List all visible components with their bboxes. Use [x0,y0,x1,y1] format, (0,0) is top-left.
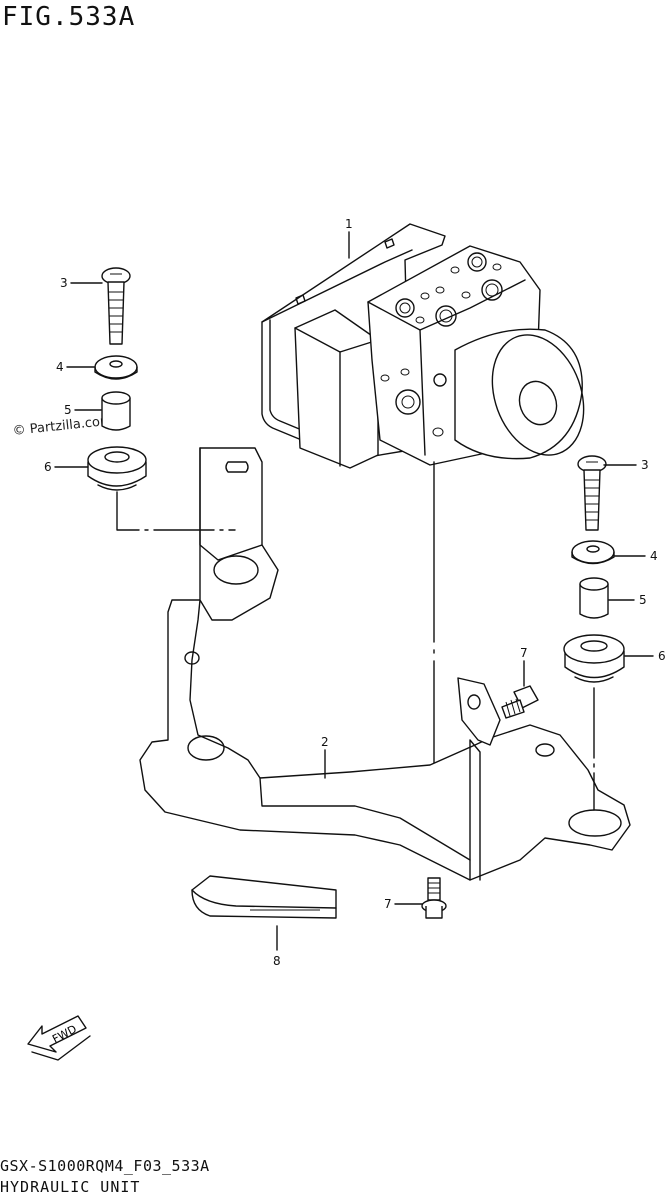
diagram-name: HYDRAULIC UNIT [0,1178,141,1196]
washer-part-right[interactable] [571,540,615,565]
bolt-part-left[interactable] [101,267,131,345]
callout-5-left: 5 [64,403,102,417]
callout-label: 5 [64,403,72,417]
callout-label: 7 [520,646,528,660]
callout-label: 8 [273,954,281,968]
flange-bolt-part-upper[interactable] [501,685,539,719]
callout-8: 8 [273,925,281,968]
callout-label: 6 [658,649,666,663]
fwd-label: FWD [50,1022,79,1046]
callout-2: 2 [321,735,329,779]
callout-1: 1 [345,217,353,259]
callout-4-right: 4 [614,549,658,563]
callout-label: 3 [60,276,68,290]
callout-5-right: 5 [608,593,647,607]
flange-bolt-part-lower[interactable] [421,877,447,919]
callout-label: 7 [384,897,392,911]
callout-label: 5 [639,593,647,607]
callout-label: 4 [56,360,64,374]
callout-label: 1 [345,217,353,231]
bolt-part-right[interactable] [577,455,607,531]
callout-6-left: 6 [44,460,89,474]
hydraulic-unit-part[interactable] [261,223,600,469]
callout-label: 4 [650,549,658,563]
figure-title: FIG.533A [2,2,136,32]
callout-7-lower: 7 [384,897,423,911]
callout-3-right: 3 [603,458,649,472]
callout-label: 2 [321,735,329,749]
callout-3-left: 3 [60,276,103,290]
callout-label: 3 [641,458,649,472]
washer-part-left[interactable] [94,355,138,380]
grommet-part-right[interactable] [563,634,625,683]
grommet-part-left[interactable] [87,446,147,491]
bracket-part[interactable] [139,447,631,881]
callout-7-upper: 7 [520,646,528,687]
spacer-part-left[interactable] [101,391,131,431]
spacer-part-right[interactable] [579,577,609,619]
callout-6-right: 6 [624,649,666,663]
forward-arrow-icon: FWD [27,1015,91,1061]
callout-4-left: 4 [56,360,95,374]
cushion-part[interactable] [191,875,337,919]
callout-label: 6 [44,460,52,474]
diagram-code: GSX-S1000RQM4_F03_533A [0,1157,210,1175]
